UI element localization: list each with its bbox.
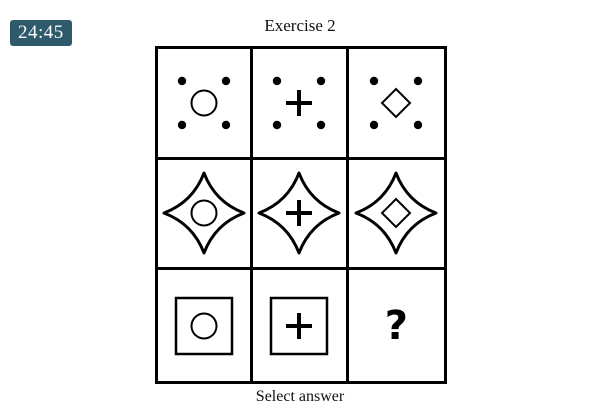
question-mark-icon: ? — [384, 302, 408, 349]
select-answer-prompt: Select answer — [255, 388, 345, 405]
dots-with-plus-icon — [256, 60, 342, 146]
star-with-circle-icon — [161, 170, 247, 256]
star-with-diamond-icon — [353, 170, 439, 256]
matrix-cell-r2c1[interactable] — [158, 159, 254, 271]
page-title: Exercise 2 — [264, 16, 336, 35]
dots-with-circle-icon — [161, 60, 247, 146]
matrix-cell-r1c2[interactable] — [253, 49, 349, 160]
matrix-cell-r2c2[interactable] — [253, 159, 349, 271]
square-with-plus-icon — [256, 283, 342, 369]
matrix-cell-r3c1[interactable] — [158, 270, 254, 381]
square-with-circle-icon — [161, 283, 247, 369]
matrix-cell-r3c2[interactable] — [253, 270, 349, 381]
star-with-plus-icon — [256, 170, 342, 256]
timer-badge: 24:45 — [10, 20, 72, 46]
matrix-cell-r1c3[interactable] — [348, 49, 444, 160]
matrix-grid: ? — [155, 46, 447, 384]
matrix-cell-r3c3[interactable]: ? — [349, 270, 444, 381]
matrix-cell-r2c3[interactable] — [348, 160, 444, 271]
matrix-cell-r1c1[interactable] — [158, 49, 254, 160]
dots-with-diamond-icon — [353, 60, 439, 146]
